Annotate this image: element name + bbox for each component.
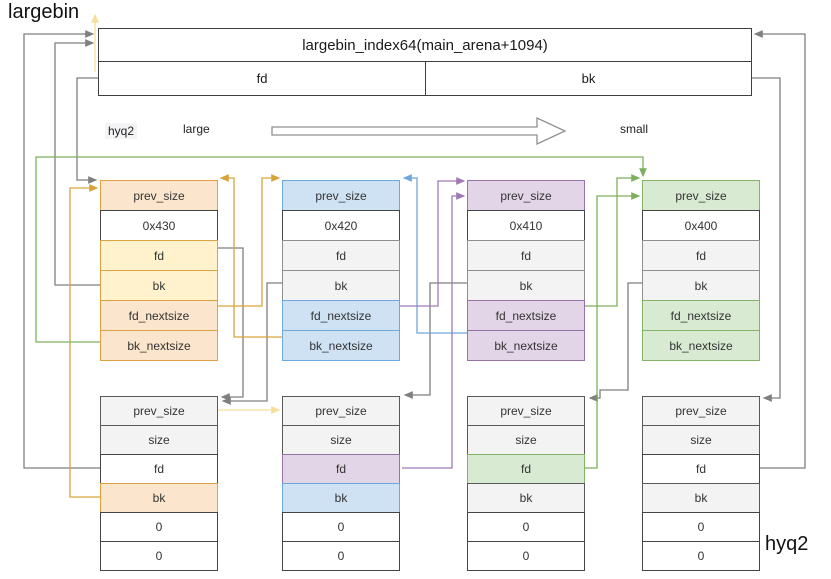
adjacent-chunk-1-cell-size: size xyxy=(100,425,218,455)
largebin-chunk-1-cell-bk-nextsize: bk_nextsize xyxy=(100,330,218,361)
adjacent-chunk-4-cell-size: size xyxy=(642,425,760,455)
adjacent-chunk-4-cell-0: 0 xyxy=(642,512,760,542)
adjacent-chunk-1-cell-0: 0 xyxy=(100,541,218,571)
largebin-chunk-4-cell-bk-nextsize: bk_nextsize xyxy=(642,330,760,361)
largebin-chunk-1-cell-fd: fd xyxy=(100,240,218,271)
adjacent-chunk-3-cell-prev-size: prev_size xyxy=(467,396,585,426)
bin-header-bk-cell: bk xyxy=(425,61,752,96)
largebin-chunk-4-cell-prev-size: prev_size xyxy=(642,180,760,211)
largebin-chunk-3-cell-fd-nextsize: fd_nextsize xyxy=(467,300,585,331)
largebin-chunk-4-cell-bk: bk xyxy=(642,270,760,301)
bin-header-title-text: largebin_index64(main_arena+1094) xyxy=(302,36,548,54)
largebin-chunk-4-cell-fd: fd xyxy=(642,240,760,271)
largebin-chunk-2-cell-bk: bk xyxy=(282,270,400,301)
largebin-chunk-1-cell-fd-nextsize: fd_nextsize xyxy=(100,300,218,331)
adjacent-chunk-4-cell-fd: fd xyxy=(642,454,760,484)
adjacent-chunk-1-cell-prev-size: prev_size xyxy=(100,396,218,426)
largebin-chunk-3-cell-bk-nextsize: bk_nextsize xyxy=(467,330,585,361)
adjacent-chunk-2-cell-fd: fd xyxy=(282,454,400,484)
largebin-chunk-1-cell-bk: bk xyxy=(100,270,218,301)
watermark-hyq2-top: hyq2 xyxy=(105,123,138,139)
adjacent-chunk-3-cell-size: size xyxy=(467,425,585,455)
large-to-small-arrow xyxy=(271,116,567,146)
adjacent-chunk-2-cell-prev-size: prev_size xyxy=(282,396,400,426)
largebin-chunk-3-cell-0x410: 0x410 xyxy=(467,210,585,241)
largebin-chunk-2-cell-fd: fd xyxy=(282,240,400,271)
bin-header-title: largebin_index64(main_arena+1094) xyxy=(98,28,752,62)
largebin-caption: largebin xyxy=(8,1,80,23)
adjacent-chunk-2-cell-size: size xyxy=(282,425,400,455)
bin-header-fd-cell: fd xyxy=(98,61,426,96)
adjacent-chunk-2-cell-bk: bk xyxy=(282,483,400,513)
adjacent-chunk-3-cell-fd: fd xyxy=(467,454,585,484)
adjacent-chunk-3-cell-0: 0 xyxy=(467,541,585,571)
adjacent-chunk-2-cell-0: 0 xyxy=(282,512,400,542)
largebin-chunk-1-cell-0x430: 0x430 xyxy=(100,210,218,241)
bin-fd-label: fd xyxy=(256,71,268,86)
adjacent-chunk-3-cell-0: 0 xyxy=(467,512,585,542)
bin-bk-label: bk xyxy=(581,71,596,86)
watermark-hyq2-bottom: hyq2 xyxy=(765,533,809,555)
adjacent-chunk-3-cell-bk: bk xyxy=(467,483,585,513)
largebin-chunk-3-cell-prev-size: prev_size xyxy=(467,180,585,211)
largebin-chunk-4-cell-0x400: 0x400 xyxy=(642,210,760,241)
adjacent-chunk-4-cell-prev-size: prev_size xyxy=(642,396,760,426)
largebin-chunk-3-cell-fd: fd xyxy=(467,240,585,271)
largebin-chunk-2-cell-bk-nextsize: bk_nextsize xyxy=(282,330,400,361)
adjacent-chunk-2-cell-0: 0 xyxy=(282,541,400,571)
adjacent-chunk-4-cell-0: 0 xyxy=(642,541,760,571)
largebin-chunk-2-cell-prev-size: prev_size xyxy=(282,180,400,211)
largebin-chunk-4-cell-fd-nextsize: fd_nextsize xyxy=(642,300,760,331)
largebin-chunk-2-cell-0x420: 0x420 xyxy=(282,210,400,241)
largebin-chunk-2-cell-fd-nextsize: fd_nextsize xyxy=(282,300,400,331)
adjacent-chunk-1-cell-0: 0 xyxy=(100,512,218,542)
large-end-label: large xyxy=(183,122,210,136)
adjacent-chunk-1-cell-bk: bk xyxy=(100,483,218,513)
largebin-chunk-3-cell-bk: bk xyxy=(467,270,585,301)
adjacent-chunk-4-cell-bk: bk xyxy=(642,483,760,513)
adjacent-chunk-1-cell-fd: fd xyxy=(100,454,218,484)
largebin-chunk-1-cell-prev-size: prev_size xyxy=(100,180,218,211)
small-end-label: small xyxy=(620,122,649,136)
